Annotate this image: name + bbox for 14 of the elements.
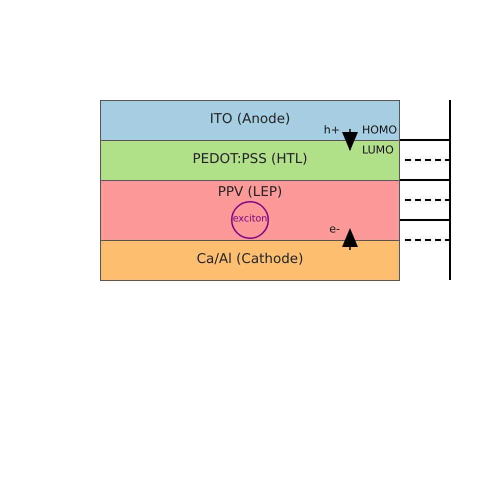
layer-band	[100, 180, 400, 241]
exciton-label: exciton	[232, 214, 268, 226]
layer-label: PEDOT:PSS (HTL)	[192, 152, 308, 168]
layer-label: PPV (LEP)	[218, 185, 282, 201]
energy-level-label: HOMO	[362, 124, 398, 138]
layer-band	[100, 140, 400, 181]
layer-band	[100, 100, 400, 141]
layer-band	[100, 240, 400, 281]
charge-label: e-	[329, 224, 340, 236]
exciton-circle	[231, 201, 269, 239]
layer-label: Ca/Al (Cathode)	[196, 252, 304, 268]
charge-label: h+	[324, 124, 340, 138]
energy-level-label: LUMO	[362, 144, 394, 158]
layer-label: ITO (Anode)	[210, 112, 290, 128]
